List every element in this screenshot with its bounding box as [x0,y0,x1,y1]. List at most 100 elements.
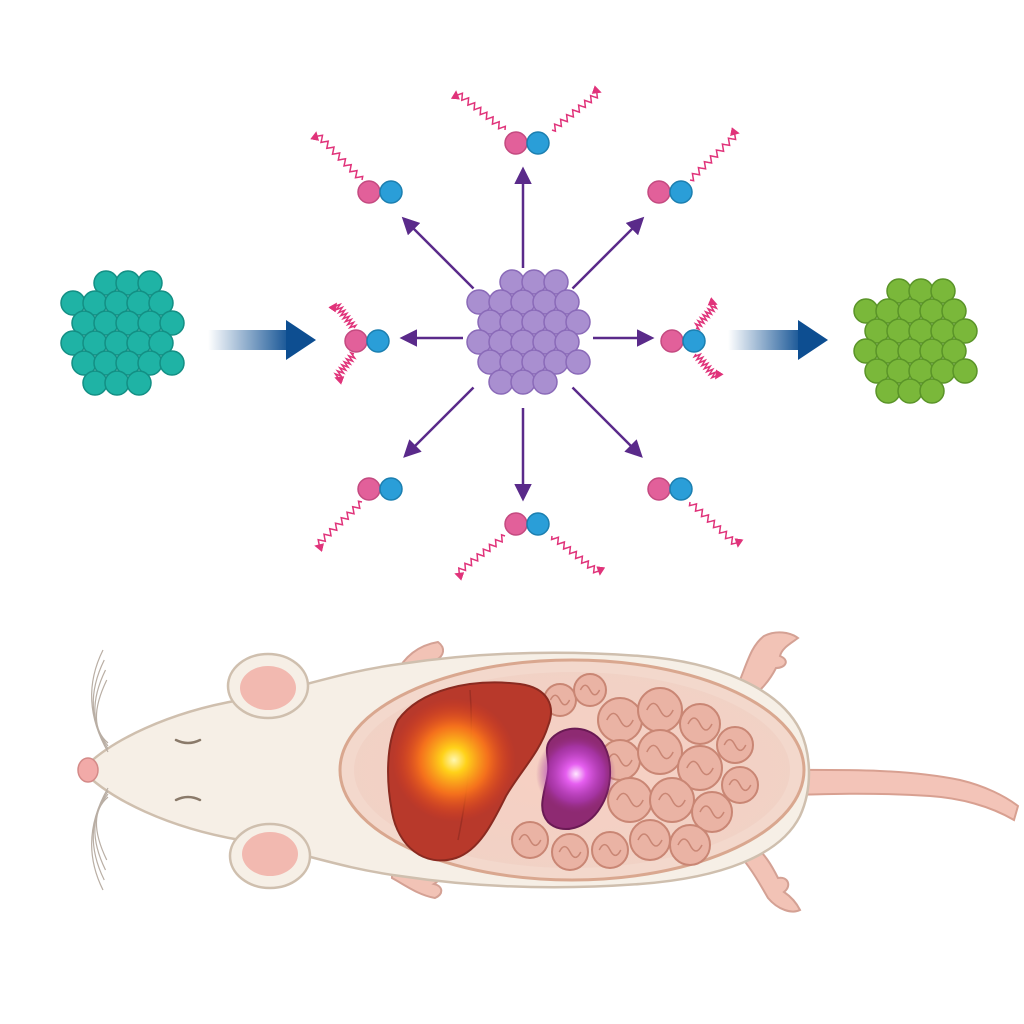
intestine-fold [579,684,601,696]
release-arrow [571,216,645,290]
liver-signal-glow [392,698,516,822]
emission-wave-arrow [333,351,357,385]
dimer-blue-unit [379,477,403,501]
pink-blue-dimer-icon [647,477,744,548]
nanoparticle [137,270,163,296]
emission-wave-arrow [454,533,506,581]
pink-blue-dimer-icon [328,302,390,385]
nanoparticle [488,369,514,395]
flow-arrow-right [728,320,828,360]
whisker [94,669,109,747]
release-arrow [403,386,475,458]
nanoparticle [875,378,901,404]
nanoparticle [930,278,956,304]
pink-blue-dimer-icon [310,131,403,204]
emission-wave-arrow [551,85,602,133]
pink-blue-dimer-icon [647,127,740,204]
intestine-fold [549,694,571,706]
intestine-fold [723,738,747,752]
release-arrow [571,386,643,458]
dimer-blue-unit [669,180,693,204]
dimer-blue-unit [379,180,403,204]
nanoparticle [148,330,174,356]
whisker [95,796,109,861]
dimer-molecules [310,85,744,581]
intestine-fold [686,760,714,776]
mouse-eye-top [174,738,202,745]
mouse-ear-bottom [228,822,312,890]
emission-wave-arrow [450,90,507,131]
dimer-pink-unit [504,131,528,155]
intestine-fold [616,792,644,808]
nanoparticle [532,369,558,395]
dimer-pink-unit [647,180,671,204]
whisker [95,679,109,744]
nanoparticle [554,329,580,355]
dimer-blue-unit [669,477,693,501]
pink-blue-dimer-icon [450,85,602,155]
emission-wave-arrow [689,127,740,182]
intestine-fold [607,753,633,767]
mouse-hind-left-paw [738,631,800,702]
emission-wave-arrow [693,297,719,331]
intestine-fold [728,778,752,792]
dimer-blue-unit [526,512,550,536]
emission-wave-arrow [692,352,724,380]
whisker [92,790,109,881]
spleen [536,727,616,831]
pink-blue-dimer-icon [454,512,606,581]
nanoparticle [952,358,978,384]
mouse-tail [759,768,1020,822]
mouse-nose [77,757,99,783]
nanoparticle [543,269,569,295]
nanoparticle [159,350,185,376]
intestine-fold [598,843,622,857]
pink-blue-dimer-icon [314,477,403,552]
intestine-fold [699,805,725,819]
intestine-fold [518,833,542,847]
nanoparticle [82,370,108,396]
nanoparticle [952,318,978,344]
whisker [91,649,109,753]
release-arrow [401,216,475,290]
dimer-blue-unit [526,131,550,155]
dimer-pink-unit [504,512,528,536]
whisker [91,787,109,891]
whisker [94,793,109,871]
nanoparticle [104,370,130,396]
nanoparticle [565,309,591,335]
purple-nanoparticle-cluster-icon [466,269,591,395]
emission-wave-arrow [314,500,363,552]
nanoparticle [554,289,580,315]
dimer-blue-unit [366,329,390,353]
nanoparticle [126,370,152,396]
intestine-fold [558,845,582,859]
dimer-pink-unit [660,329,684,353]
intestine-fold [687,717,713,731]
dimer-pink-unit [647,477,671,501]
release-arrows [399,166,655,502]
emission-wave-arrow [688,501,744,548]
nanoparticle [148,290,174,316]
teal-nanoparticle-cluster-icon [60,270,185,396]
emission-wave-arrow [310,131,364,181]
nanoparticle [897,378,923,404]
nanoparticle [941,298,967,324]
spleen-signal-glow [536,734,616,814]
dimer-blue-unit [682,329,706,353]
nanoparticle [919,378,945,404]
nanoparticle [510,369,536,395]
liver [387,681,552,862]
mouse-eye-bottom [174,795,202,802]
nanoparticle [941,338,967,364]
flow-arrow-left [208,320,316,360]
intestine-fold [677,838,703,852]
dimer-pink-unit [357,477,381,501]
whisker [92,659,109,750]
mouse-dissection-icon [77,631,1020,913]
intestine-fold [646,702,674,718]
dimer-pink-unit [357,180,381,204]
mouse-whiskers [91,649,109,891]
